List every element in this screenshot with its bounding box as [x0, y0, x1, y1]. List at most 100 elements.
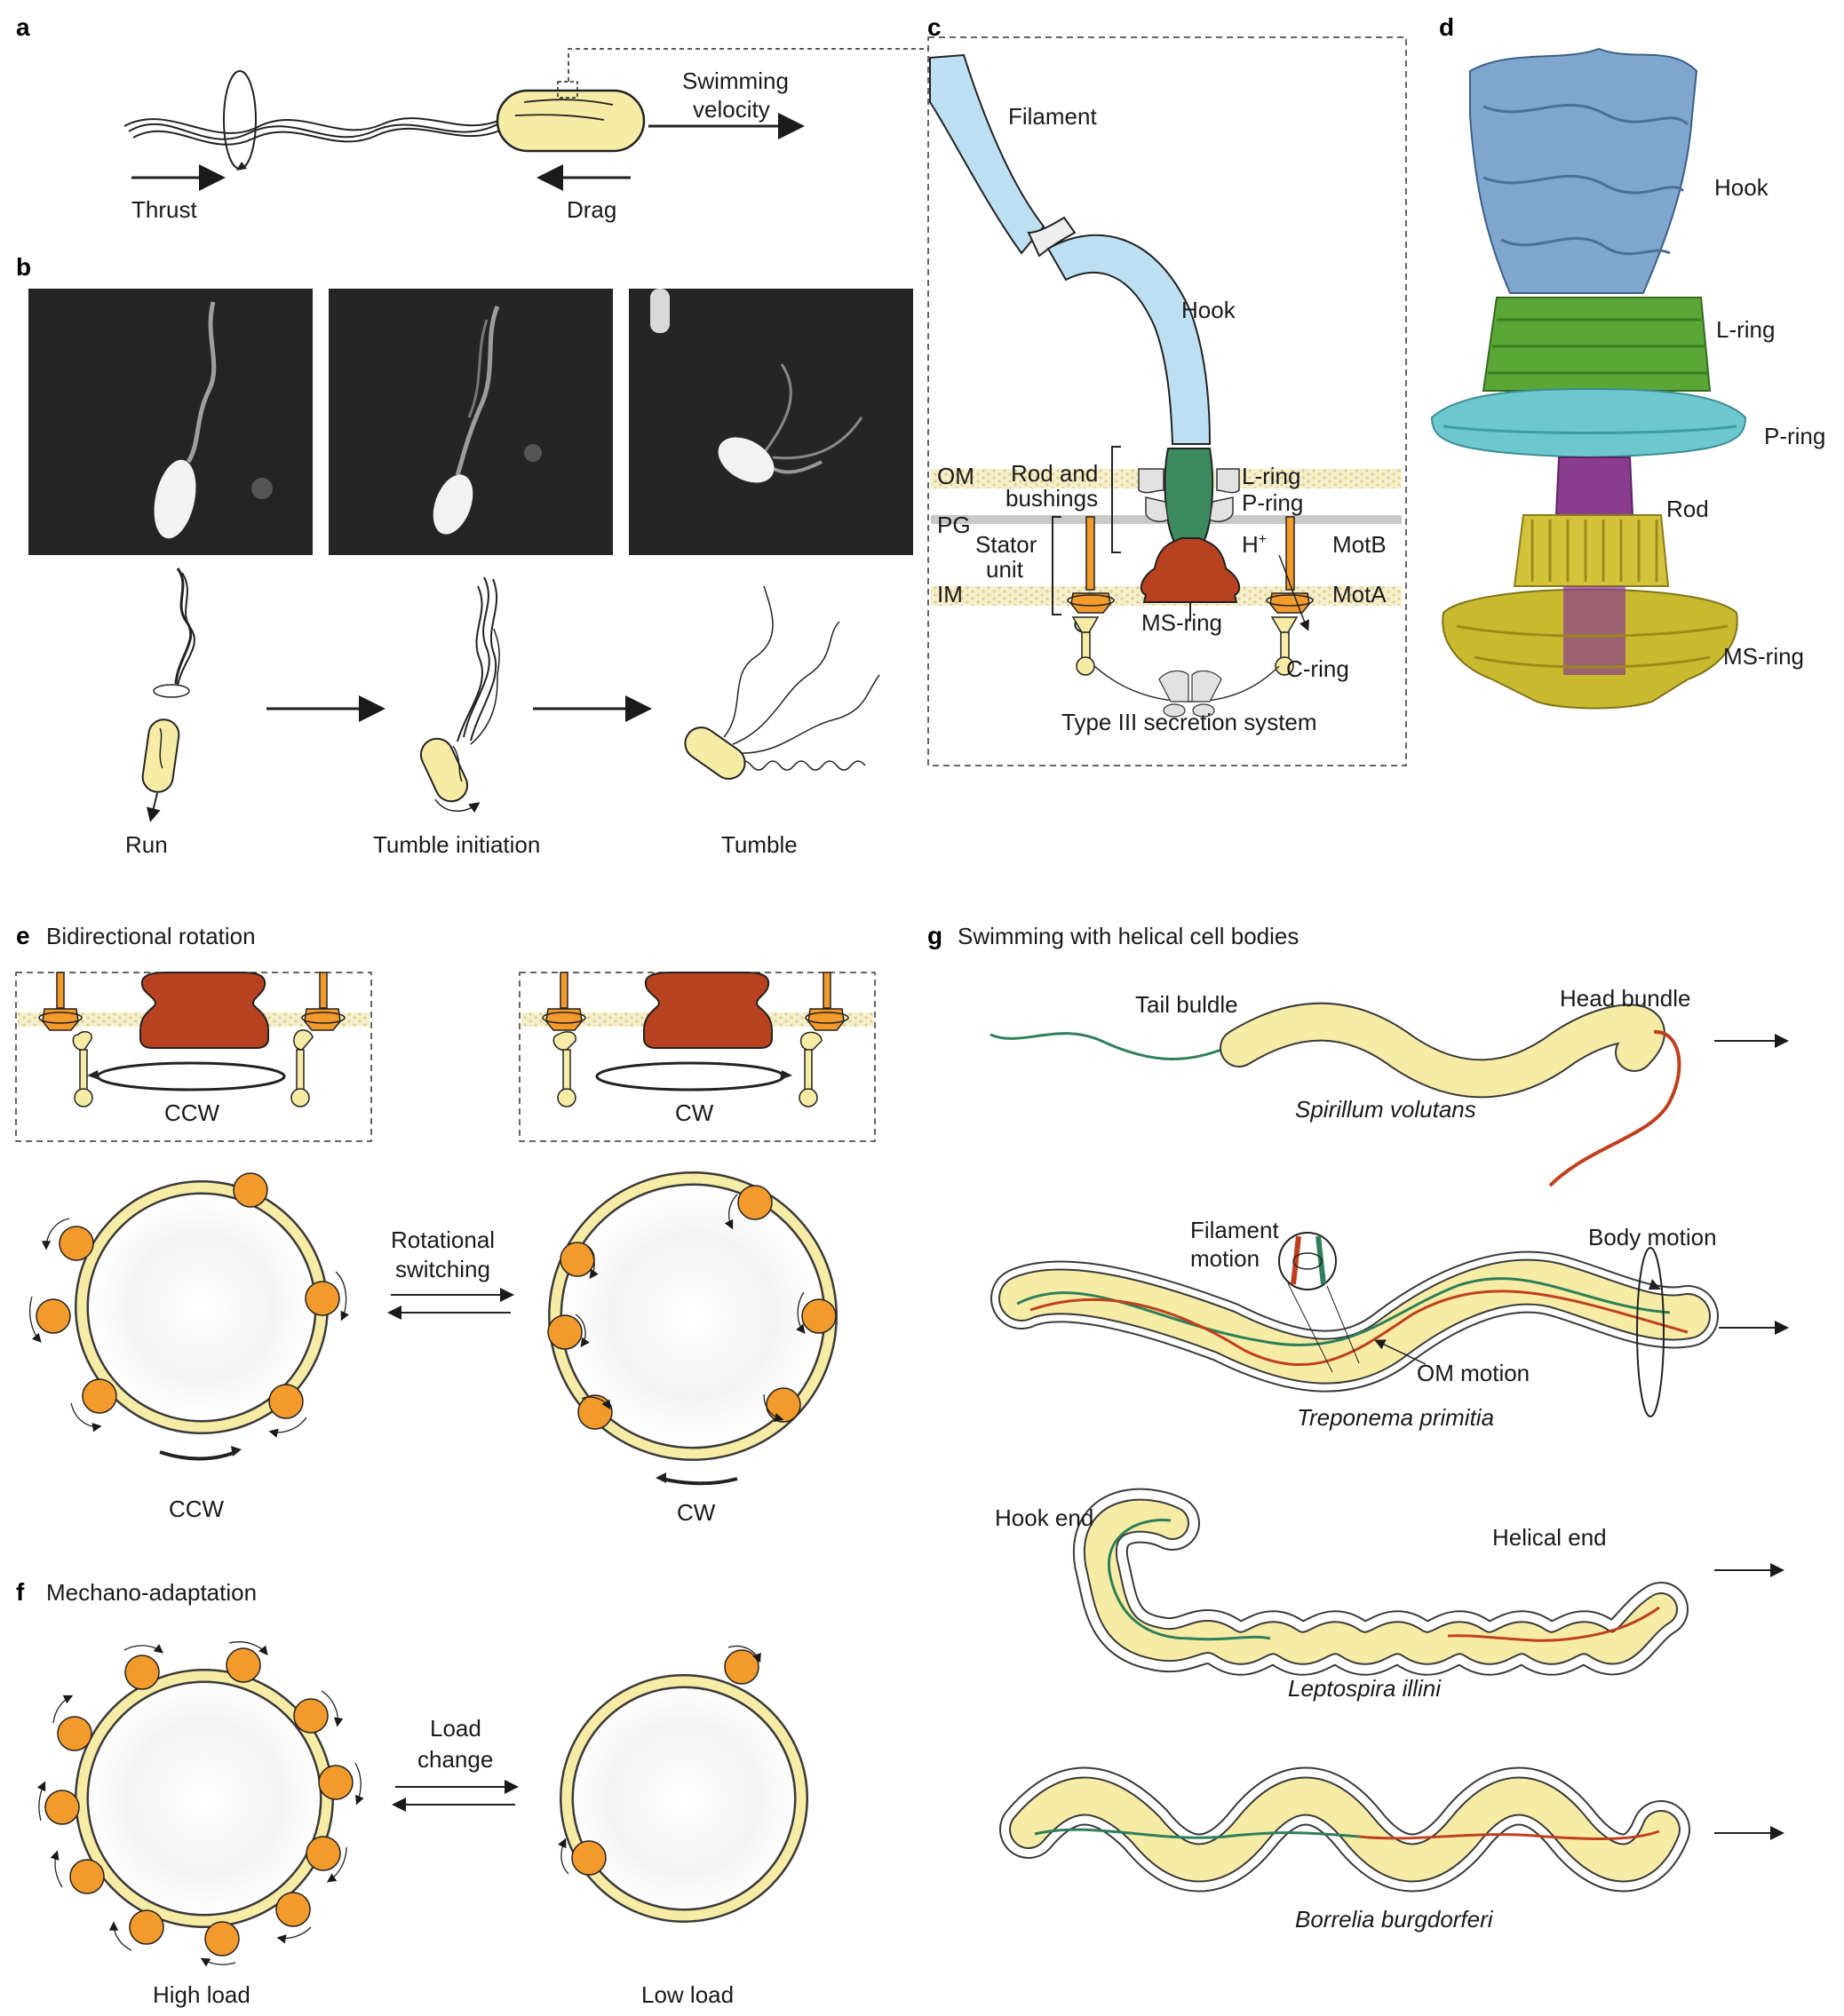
hook-label-c: Hook: [1181, 297, 1236, 323]
hook-end-label: Hook end: [995, 1504, 1093, 1531]
panel-g-title: Swimming with helical cell bodies: [958, 923, 1299, 949]
high-load-ring: [36, 1641, 364, 1967]
tumble-initiation-label: Tumble initiation: [373, 831, 540, 858]
stator-label-1: Stator: [975, 531, 1037, 558]
cryo-em-structure: [1430, 47, 1747, 710]
filament-motion-label-1: Filament: [1190, 1217, 1279, 1243]
high-load-label: High load: [153, 1981, 250, 2008]
ccw-ring: [28, 1172, 350, 1461]
t3ss-label: Type III secretion system: [1061, 709, 1317, 735]
l-ring-left: [1138, 468, 1164, 494]
stator-label-2: unit: [986, 556, 1024, 583]
cryo-ms-upper: [1513, 514, 1670, 587]
rod-label-d: Rod: [1666, 496, 1709, 522]
cell-body: [496, 89, 646, 153]
ccw-bottom-label: CCW: [169, 1496, 225, 1522]
cryo-hook: [1469, 47, 1698, 294]
cw-inset-label: CW: [675, 1099, 714, 1126]
bacterium-swimming: [123, 48, 928, 171]
ms-ring: [1140, 537, 1241, 603]
leptospira-cell: [1073, 1488, 1784, 1676]
ms-ring-label-c: MS-ring: [1141, 609, 1222, 636]
treponema-label: Treponema primitia: [1297, 1404, 1494, 1431]
panel-f-title: Mechano-adaptation: [46, 1579, 257, 1606]
mota-label: MotA: [1332, 581, 1387, 607]
load-label-1: Load: [430, 1715, 481, 1742]
filament: [929, 53, 1045, 255]
cw-inset: CW: [519, 972, 876, 1142]
cryo-l-ring: [1482, 297, 1712, 392]
stator-right: [1266, 516, 1314, 676]
p-ring-right: [1209, 496, 1234, 522]
motb-label: MotB: [1332, 531, 1387, 558]
micrograph-2: [329, 289, 613, 555]
p-ring-label-d: P-ring: [1764, 423, 1825, 449]
panel-g-letter: g: [927, 922, 942, 949]
low-load-ring: [546, 1645, 822, 1936]
thrust-label: Thrust: [131, 196, 197, 223]
switch-label-1: Rotational: [391, 1226, 495, 1253]
head-bundle-label: Head bundle: [1560, 985, 1690, 1012]
spirillum-label: Spirillum volutans: [1295, 1096, 1476, 1123]
micrograph-3: [629, 289, 913, 555]
rod-and-label-1: Rod and: [1011, 460, 1098, 487]
ms-ring-label-d: MS-ring: [1723, 643, 1804, 670]
ccw-inset-label: CCW: [164, 1099, 220, 1126]
panel-f-letter: f: [16, 1578, 25, 1606]
tumble-init-schematic: [419, 576, 500, 814]
velocity-label-1: Swimming: [682, 67, 789, 94]
switch-label-2: switching: [395, 1256, 490, 1282]
l-ring-right: [1216, 468, 1240, 494]
treponema-cell: [990, 1232, 1789, 1417]
ccw-inset: CCW: [15, 972, 372, 1142]
cryo-p-ring: [1430, 387, 1747, 459]
h-plus-label: H+: [1242, 531, 1267, 558]
panel-a-letter: a: [16, 13, 30, 41]
panel-d-letter: d: [1439, 13, 1454, 41]
p-ring-label-c: P-ring: [1242, 489, 1303, 516]
drag-label: Drag: [567, 196, 616, 223]
run-label: Run: [125, 831, 168, 858]
panel-e-title: Bidirectional rotation: [46, 923, 256, 949]
helical-end-label: Helical end: [1492, 1524, 1607, 1551]
panel-g: g Swimming with helical cell bodies Tail…: [927, 922, 1789, 1933]
filament-junction: [1027, 216, 1077, 258]
panel-b-letter: b: [16, 253, 31, 281]
l-ring-label-c: L-ring: [1242, 463, 1300, 489]
panel-a: a Swimming velocity Thrust Drag: [16, 13, 928, 223]
hook: [1046, 234, 1212, 445]
load-label-2: change: [417, 1746, 493, 1773]
cw-ring: [542, 1165, 844, 1486]
filament-label: Filament: [1008, 103, 1097, 130]
l-ring-label-d: L-ring: [1716, 316, 1775, 343]
hook-label-d: Hook: [1714, 174, 1769, 201]
c-ring-label: C-ring: [1286, 655, 1349, 682]
panel-e-letter: e: [16, 922, 30, 949]
tail-bundle-label: Tail buldle: [1135, 991, 1238, 1018]
filament-motion-label-2: motion: [1190, 1245, 1260, 1272]
panel-b: b: [16, 253, 913, 858]
spirillum-cell: [990, 1002, 1789, 1187]
panel-c: c: [927, 13, 1407, 766]
tumble-label: Tumble: [721, 831, 798, 858]
borrelia-label: Borrelia burgdorferi: [1295, 1906, 1494, 1933]
im-label: IM: [937, 581, 963, 607]
panel-c-letter: c: [927, 13, 942, 41]
body-motion-label: Body motion: [1588, 1224, 1717, 1250]
panel-c-frame: [927, 36, 1407, 766]
rod-and-label-2: bushings: [1005, 485, 1098, 512]
panel-f: f Mechano-adaptation: [16, 1578, 822, 2008]
cw-bottom-label: CW: [677, 1499, 716, 1526]
run-schematic: [141, 567, 195, 822]
rotation-loop: [223, 70, 257, 170]
tumble-schematic: [684, 585, 880, 780]
leptospira-label: Leptospira illini: [1288, 1675, 1442, 1702]
pg-label: PG: [937, 512, 971, 538]
low-load-label: Low load: [641, 1981, 734, 2008]
panel-d: d Hook L-ring P-ring Rod MS-ring: [1430, 13, 1825, 710]
velocity-label-2: velocity: [693, 96, 770, 123]
cryo-rod: [1554, 456, 1634, 516]
t3ss-right: [1191, 670, 1222, 702]
p-ring-left: [1145, 496, 1169, 522]
